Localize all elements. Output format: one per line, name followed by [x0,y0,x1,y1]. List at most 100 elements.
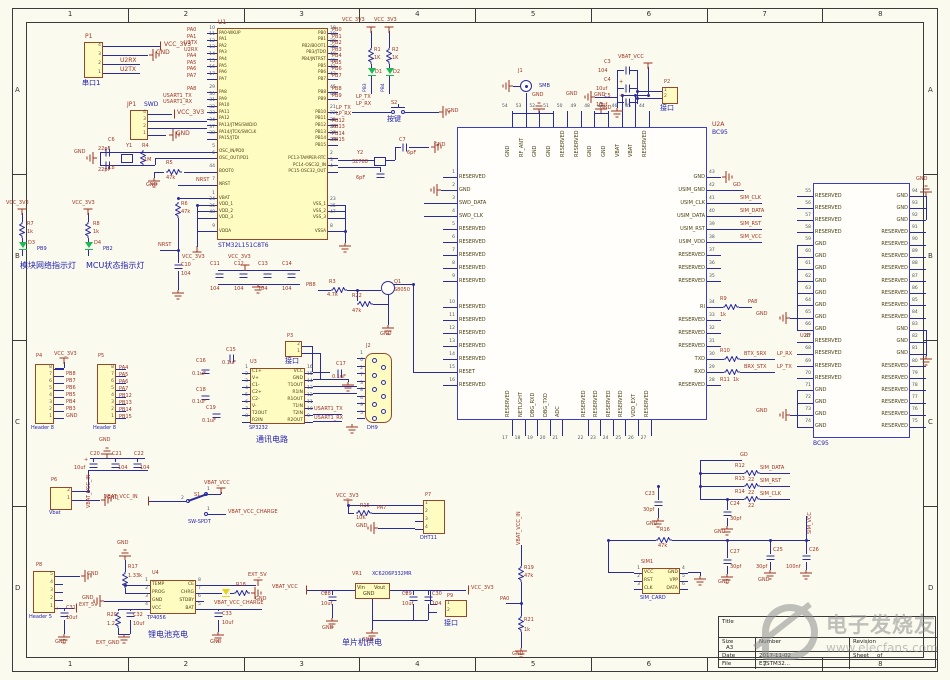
part-P4[interactable] [35,364,54,424]
part-P9[interactable] [445,600,467,617]
pinwire-U2B-69 [797,366,813,368]
pin-U1-46: 46 [330,91,336,97]
part-U2A[interactable] [457,127,707,420]
capacitor-icon-17 [89,463,98,468]
wire-132 [148,501,186,502]
pin-U1-24: 24 [209,197,215,203]
wire-38 [405,112,439,113]
part-JP1[interactable] [130,110,148,140]
wire-195 [218,284,300,285]
pin-U2A-28: 28 [709,377,715,383]
label-pa0: PA0 [187,27,197,33]
part-P3[interactable] [285,341,302,357]
pin-U2B-gnd: GND [896,338,908,345]
label-c4: C4 [604,77,611,83]
led-icon-1 [386,68,394,74]
pinwire-U1-16 [207,72,217,74]
power-bar-11 [305,585,307,595]
pin-U2B-86: 86 [912,285,918,291]
junction-dot-15 [355,288,359,292]
led-icon-0 [368,68,376,74]
label-1k: 1k [27,229,34,235]
part-P5[interactable] [97,364,116,424]
pinwire-U2A-34 [707,307,721,308]
pinwire-U2A-4 [443,216,457,217]
wire-107 [608,540,656,541]
label-10uf: 10uf [402,601,414,607]
pin-U2A-reserved: RESERVED [459,355,486,362]
pin-U1-19: 19 [330,32,336,38]
pin-U2A-12: 12 [449,325,455,331]
label-sim-card: SIM_CARD [640,595,666,601]
number-label: Number [759,639,782,645]
part-P1[interactable] [84,42,103,78]
pin-U2B-gnd: GND [815,265,827,272]
part-J2[interactable] [365,353,392,423]
label-vcc-3v3: VCC_3V3 [177,109,205,116]
part-U3[interactable] [250,368,305,424]
pinwire-U1-9 [207,231,217,232]
part-U4[interactable] [150,580,196,614]
wire-129 [93,458,94,462]
pinwire-U1-31 [207,105,217,107]
pin-P1-1: 1 [98,69,101,75]
part-VR1[interactable] [355,583,390,599]
pinwire-U2B-83 [910,329,926,331]
label-vcc-3v3: VCC_3V3 [342,17,365,23]
label-vbat-vcc-in: VBAT_VCC_IN [104,494,138,500]
pin-U2A-11: 11 [449,312,455,318]
pin-U2B-reserved: RESERVED [815,338,842,345]
pinwire-U2B-92 [910,220,926,222]
part-U2B[interactable] [813,183,910,438]
label-0-1uf: 0.1uF [192,399,206,405]
title-block-line [719,659,937,660]
label-1k: 1k [733,377,740,383]
capacitor-icon-16 [212,413,221,418]
wire-152 [130,609,131,611]
pin-U1-20: 20 [330,38,336,44]
label-y1: Y1 [126,143,133,149]
wire-55 [424,203,443,204]
wire-174 [429,612,437,613]
part-P6[interactable] [50,487,72,510]
date-label: Date [722,653,736,659]
part-P7[interactable] [423,500,445,534]
pinwire-U2A-12 [443,333,457,334]
pinwire-U3-13 [305,393,313,395]
wire-34 [389,31,390,48]
pin-U2A-vbat: VBAT [628,144,635,157]
pinwire-U2A-32 [707,333,721,334]
label-gnd: GND [434,142,446,148]
label-gnd: GND [532,92,544,98]
pin-U1-40: 40 [330,51,336,57]
wire-11 [155,158,207,159]
label-sim-data: SIM_DATA [760,465,785,471]
wire-119 [700,572,701,576]
part-P2[interactable] [662,87,678,104]
pin-U1-pb9: PB9 [317,95,326,101]
part-P8[interactable] [33,571,55,613]
wire-126 [88,470,89,491]
pinwire-U2A-30 [707,359,721,360]
label-gnd: GND [380,331,392,337]
label-104: 104 [210,286,220,292]
part-SIM1[interactable] [642,568,680,594]
pin-U2B-55: 55 [805,188,811,194]
wire-168 [372,599,373,630]
label-1-2: 1.2 [107,621,115,627]
pinwire-U3-8 [242,421,250,423]
pin-U4-vcc: VCC [152,605,162,611]
pin-U1-pb8: PB8 [317,88,326,94]
part-U1[interactable] [217,28,328,240]
resistor-icon-5 [166,169,182,175]
wire-156 [204,585,256,586]
pin-U2A-34: 34 [709,299,715,305]
label-gnd: GND [512,651,524,657]
wire-112 [727,566,728,574]
pinwire-U1-7 [207,184,217,186]
wire-56 [424,216,443,217]
label-d3: D3 [28,240,36,246]
label-nrst: NRST [158,242,172,248]
wire-36 [389,76,390,94]
gnd-symbol-34 [118,634,130,644]
